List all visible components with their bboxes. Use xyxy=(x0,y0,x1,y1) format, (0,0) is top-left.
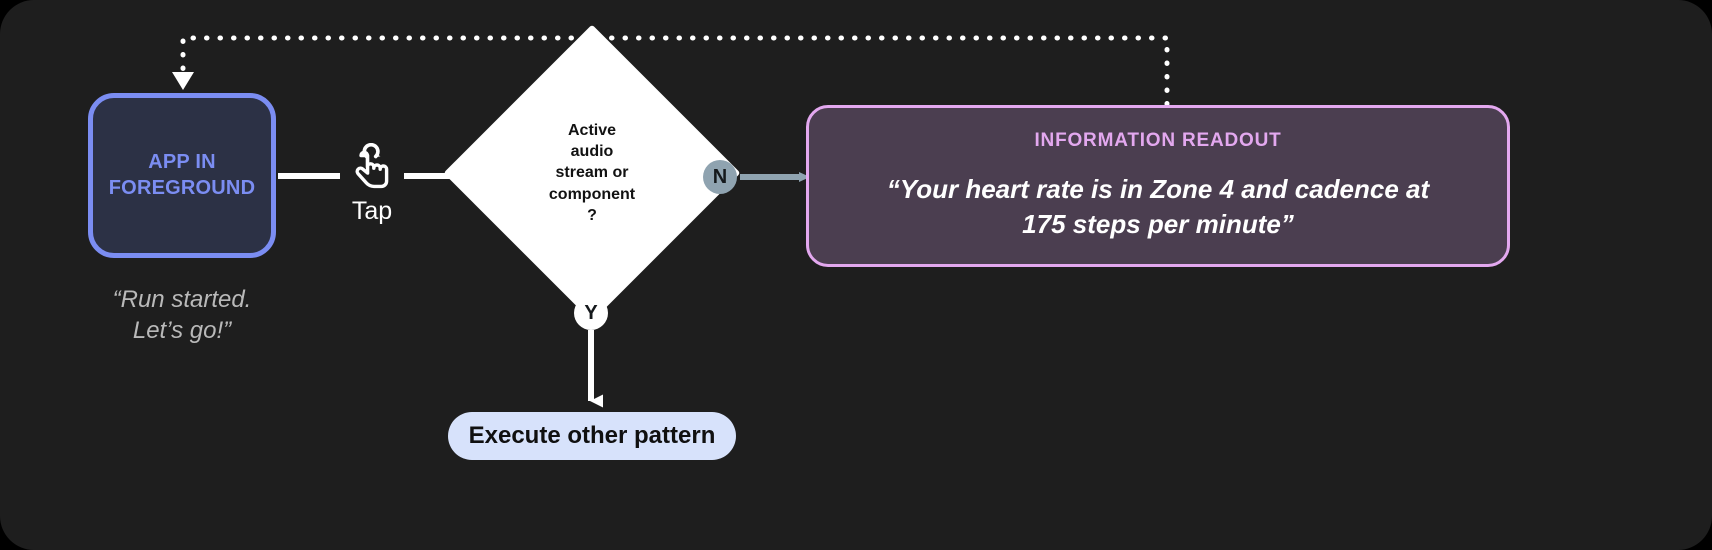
node-decision-audio-stream[interactable]: Active audio stream or component ? xyxy=(443,24,741,322)
branch-badge-yes-label: Y xyxy=(584,302,598,324)
execute-other-pattern-label: Execute other pattern xyxy=(468,422,716,449)
branch-badge-no-label: N xyxy=(712,166,728,188)
gesture-tap-group[interactable]: Tap xyxy=(336,143,408,224)
branch-badge-no: N xyxy=(703,160,737,194)
app-foreground-caption: “Run started. Let’s go!” xyxy=(112,286,252,344)
node-app-in-foreground[interactable]: APP IN FOREGROUND xyxy=(88,93,276,258)
information-readout-body: “Your heart rate is in Zone 4 and cadenc… xyxy=(886,173,1430,239)
edge-readout-to-app-arrowhead xyxy=(172,72,194,90)
gesture-tap-label: Tap xyxy=(351,197,393,225)
decision-label: Active audio stream or component ? xyxy=(548,122,636,224)
node-app-in-foreground-label: APP IN FOREGROUND xyxy=(108,150,256,199)
node-execute-other-pattern[interactable]: Execute other pattern xyxy=(448,412,736,460)
tap-hand-icon xyxy=(355,143,389,189)
node-information-readout[interactable]: INFORMATION READOUT “Your heart rate is … xyxy=(806,105,1510,267)
branch-badge-yes: Y xyxy=(574,296,608,330)
information-readout-title: INFORMATION READOUT xyxy=(1034,129,1282,151)
